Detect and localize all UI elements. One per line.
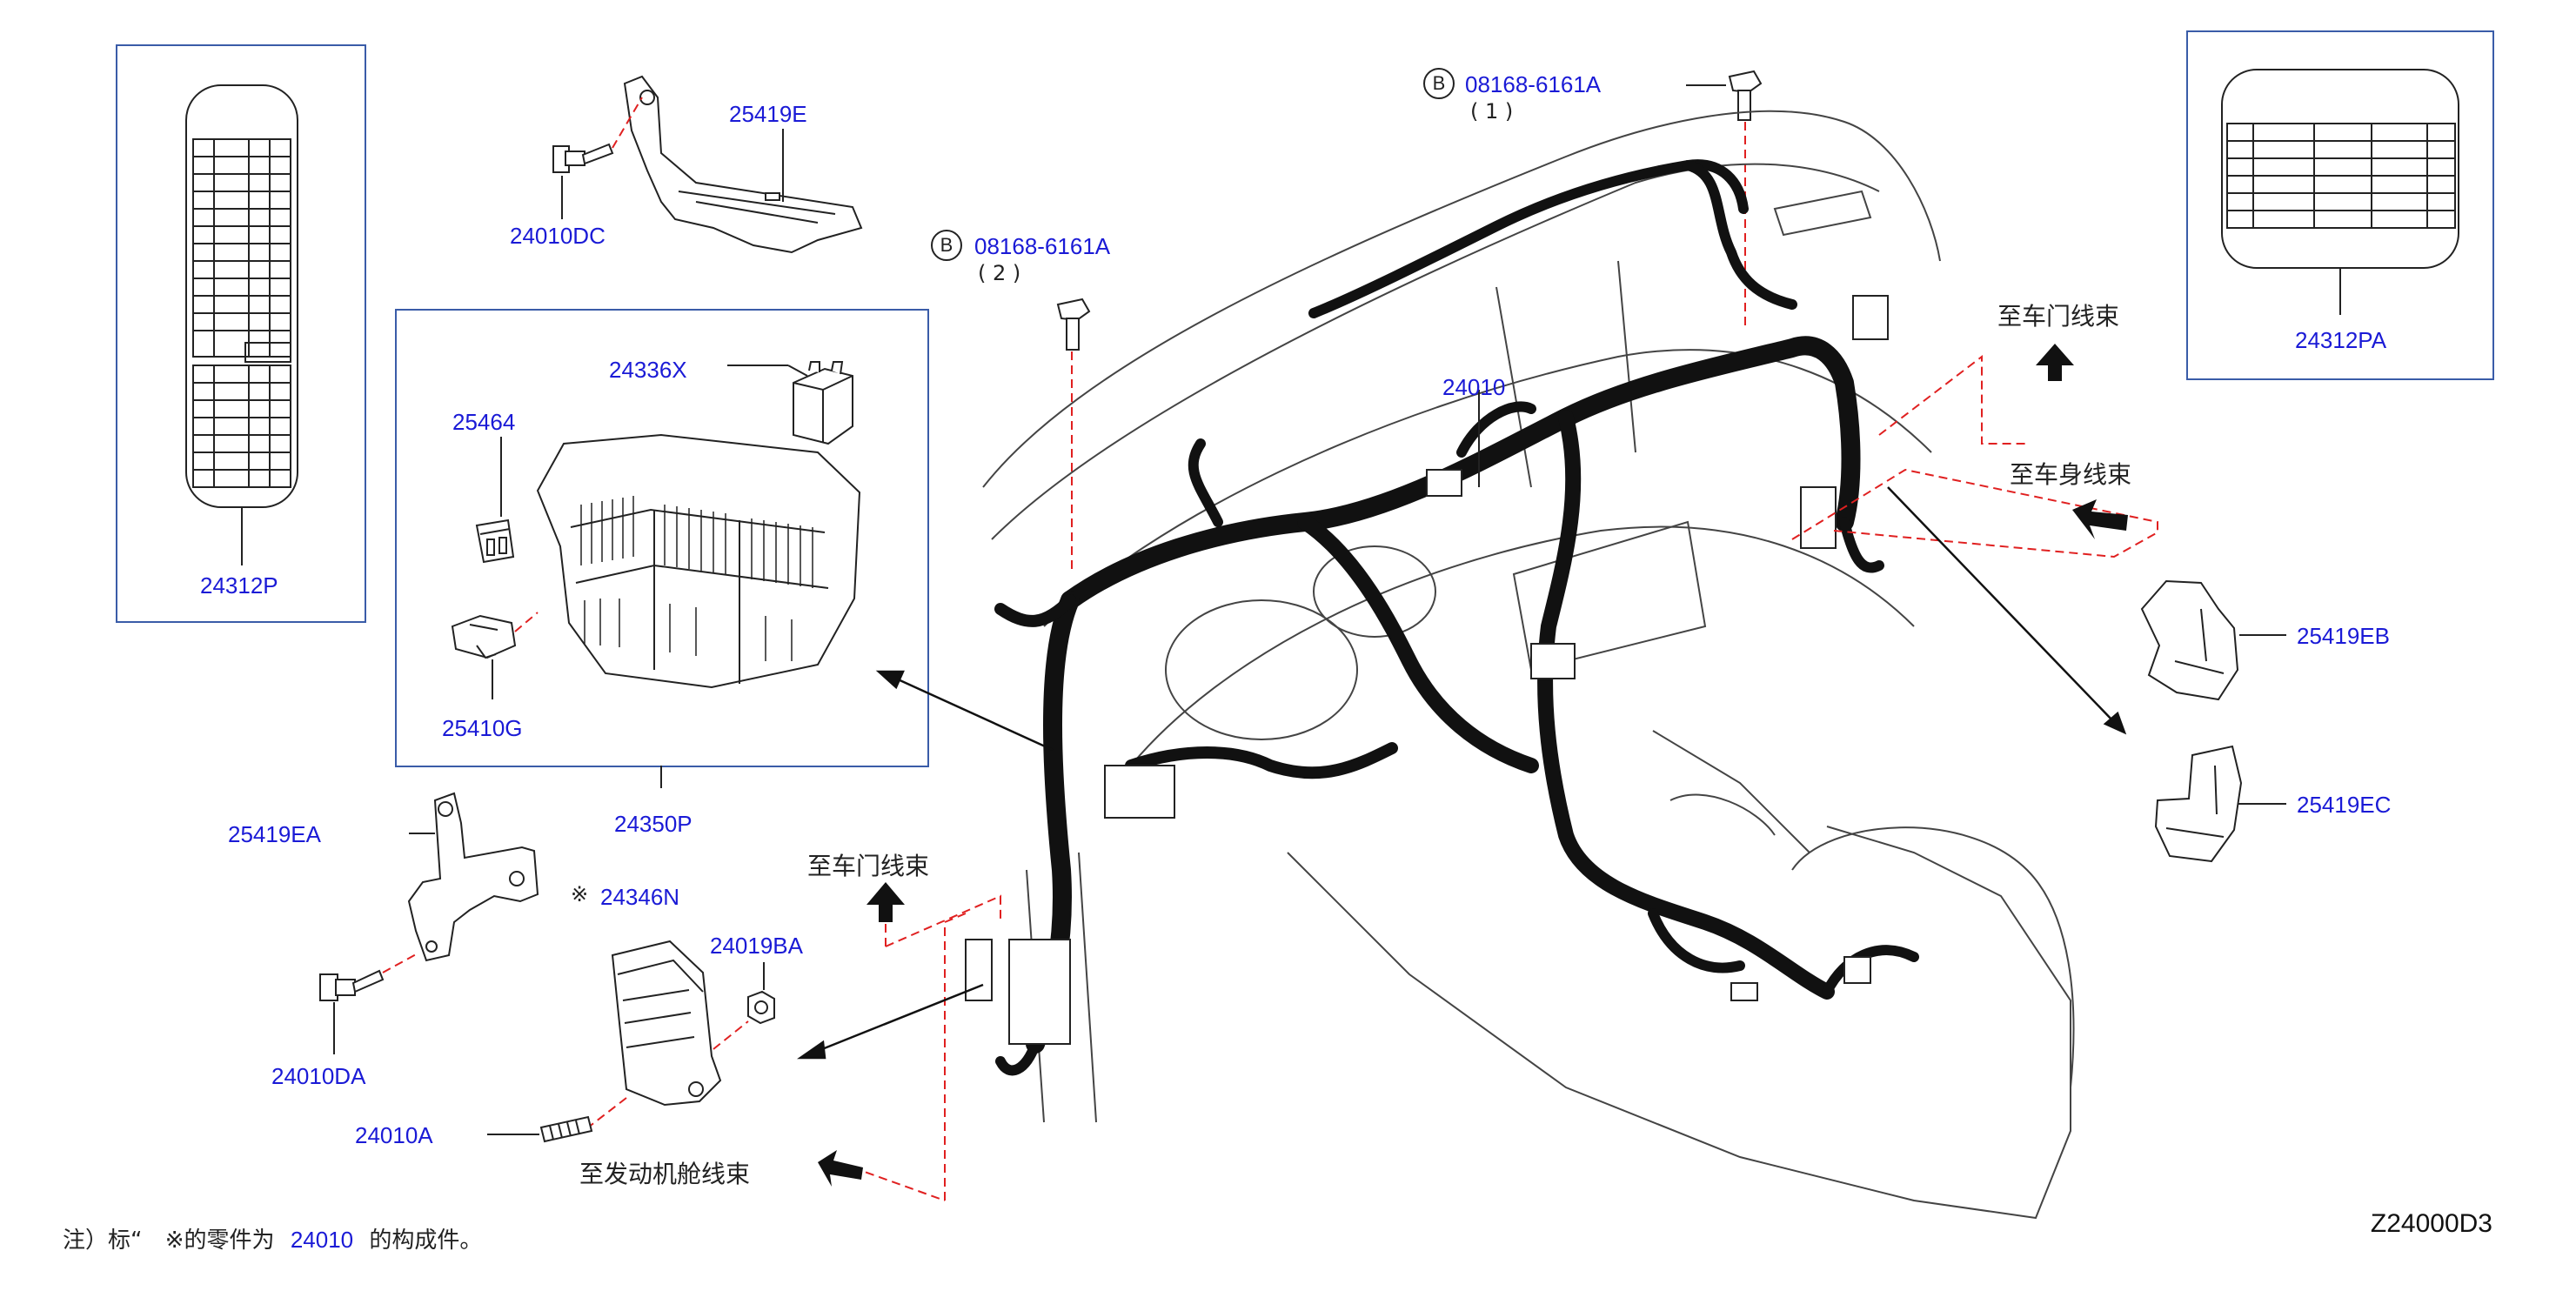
bolt-24010DA[interactable]: [319, 969, 385, 1001]
label-08168-6161A-qty2[interactable]: 08168-6161A: [974, 233, 1111, 259]
label-25419EB[interactable]: 25419EB: [2297, 623, 2390, 649]
direction-door-harness-left: 至车门线束: [807, 852, 930, 880]
label-08168-6161A-qty1[interactable]: 08168-6161A: [1465, 71, 1602, 97]
footnote: 注）标“ ※的零件为 24010 的构成件。: [63, 1228, 482, 1252]
frame-24312P: [116, 44, 366, 623]
label-24350P[interactable]: 24350P: [614, 811, 693, 837]
fuse-label-card-24312PA[interactable]: [2221, 69, 2459, 269]
label-25464[interactable]: 25464: [452, 409, 516, 435]
arrow-up-door-left: [866, 882, 905, 922]
direction-body-harness: 至车身线束: [2010, 460, 2132, 489]
label-24010DA[interactable]: 24010DA: [271, 1063, 366, 1089]
junction-block-24346N[interactable]: [611, 940, 722, 1107]
footnote-part-number[interactable]: 24010: [290, 1227, 354, 1253]
fuse-label-card-24312P[interactable]: [185, 84, 298, 508]
door-harness-left-route: [885, 894, 1001, 947]
bracket-25419EB[interactable]: [2140, 579, 2239, 701]
label-24010DC[interactable]: 24010DC: [510, 223, 606, 249]
direction-engine-harness: 至发动机舱线束: [579, 1160, 751, 1188]
main-harness-24010[interactable]: [994, 159, 1919, 1076]
direction-door-harness-right: 至车门线束: [1997, 302, 2120, 331]
label-25419EC[interactable]: 25419EC: [2297, 792, 2392, 818]
quantity-2: ( 2 ): [978, 261, 1021, 285]
bolt-24010DC[interactable]: [552, 143, 614, 173]
label-24019BA[interactable]: 24019BA: [710, 933, 803, 959]
label-24010[interactable]: 24010: [1442, 374, 1506, 400]
footnote-mid: ※的零件为: [164, 1227, 275, 1254]
arrow-up-door-right: [2036, 344, 2074, 381]
label-24312P[interactable]: 24312P: [200, 572, 278, 599]
arrow-engine-harness: [818, 1150, 863, 1187]
footnote-suffix: 的构成件。: [369, 1227, 483, 1254]
nut-24019BA[interactable]: [747, 990, 775, 1025]
diagram-code: Z24000D3: [2370, 1209, 2492, 1238]
bolt-08168-6161A-qty2[interactable]: [1056, 298, 1091, 351]
arrow-body-harness: [2072, 499, 2128, 539]
exploded-arrow-brackets: [1887, 486, 2127, 735]
fuse-block-24350P[interactable]: [536, 433, 861, 689]
fuse-25410G[interactable]: [451, 614, 517, 659]
label-25419EA[interactable]: 25419EA: [228, 821, 321, 847]
bolt-symbol-marker-2: B: [931, 230, 962, 261]
exploded-arrow-fuse-block: [875, 670, 1054, 752]
label-25410G[interactable]: 25410G: [442, 715, 523, 741]
label-25419E[interactable]: 25419E: [729, 101, 807, 127]
fuse-25464[interactable]: [475, 518, 515, 564]
bracket-25419E[interactable]: [623, 75, 863, 254]
label-24346N[interactable]: 24346N: [600, 884, 680, 910]
quantity-1: ( 1 ): [1470, 99, 1514, 124]
engine-harness-route: [852, 913, 967, 1201]
footnote-prefix: 注）标“: [63, 1227, 143, 1254]
label-24336X[interactable]: 24336X: [609, 357, 687, 383]
connector-clusters: [965, 295, 1889, 1045]
bracket-25419EC[interactable]: [2154, 745, 2243, 863]
exploded-arrow-junction: [796, 983, 984, 1060]
label-24312PA[interactable]: 24312PA: [2295, 327, 2387, 353]
bolt-symbol-marker-1: B: [1423, 68, 1455, 99]
frame-24312PA: [2186, 30, 2494, 380]
relay-24336X[interactable]: [793, 361, 853, 445]
stud-24010A[interactable]: [539, 1115, 593, 1143]
label-24010A[interactable]: 24010A: [355, 1122, 433, 1148]
asterisk-marker: ※: [571, 882, 589, 906]
door-harness-right-route: [1791, 354, 2158, 559]
bracket-25419EA[interactable]: [407, 792, 539, 962]
dashboard-outline: [982, 110, 2075, 1220]
